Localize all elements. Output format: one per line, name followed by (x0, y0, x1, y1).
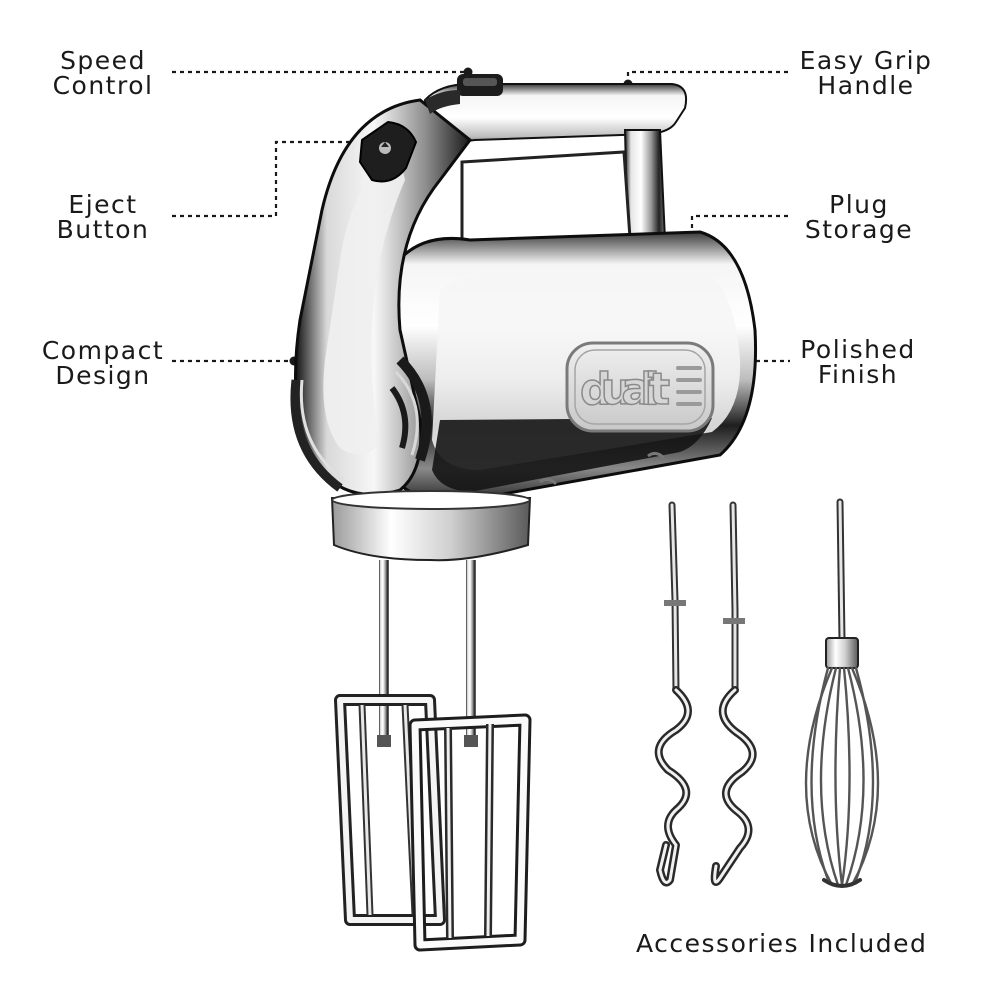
mixer-beaters (334, 560, 532, 952)
accessories-caption: Accessories Included (636, 929, 928, 958)
side-vent-rings (290, 356, 432, 492)
brand-logo-plate: dualit (565, 341, 715, 433)
brand-logo-text: dualit (580, 364, 670, 415)
eject-button (358, 120, 418, 183)
label-polished-finish: Polished Finish (796, 337, 920, 387)
label-easy-grip-handle-line2: Handle (817, 71, 915, 100)
label-speed-control-line1: Speed (60, 46, 146, 75)
label-eject-button-line2: Button (56, 215, 150, 244)
label-plug-storage-line1: Plug (829, 190, 889, 219)
label-polished-finish-line1: Polished (800, 335, 916, 364)
label-easy-grip-handle-line1: Easy Grip (799, 46, 933, 75)
label-eject-button-line1: Eject (68, 190, 138, 219)
accessory-dough-hook-left (654, 501, 692, 887)
speed-control-dial (457, 74, 503, 96)
label-speed-control: Speed Control (48, 48, 158, 98)
label-plug-storage: Plug Storage (800, 192, 918, 242)
label-compact-design: Compact Design (38, 338, 168, 388)
label-plug-storage-line2: Storage (804, 215, 914, 244)
accessory-dough-hook-right (710, 501, 757, 886)
leader-plug-storage (690, 214, 790, 236)
label-eject-button: Eject Button (48, 192, 158, 242)
leader-eject-button (172, 140, 382, 218)
label-speed-control-line2: Control (52, 71, 154, 100)
leader-easy-grip-handle (626, 70, 790, 84)
label-compact-design-line2: Design (55, 361, 151, 390)
label-easy-grip-handle: Easy Grip Handle (796, 48, 936, 98)
mixer-body: dualit (290, 74, 758, 562)
beater-collar (330, 497, 532, 562)
accessory-balloon-whisk (804, 498, 880, 888)
label-polished-finish-line2: Finish (817, 360, 899, 389)
label-compact-design-line1: Compact (41, 336, 165, 365)
right-beater (408, 713, 532, 952)
